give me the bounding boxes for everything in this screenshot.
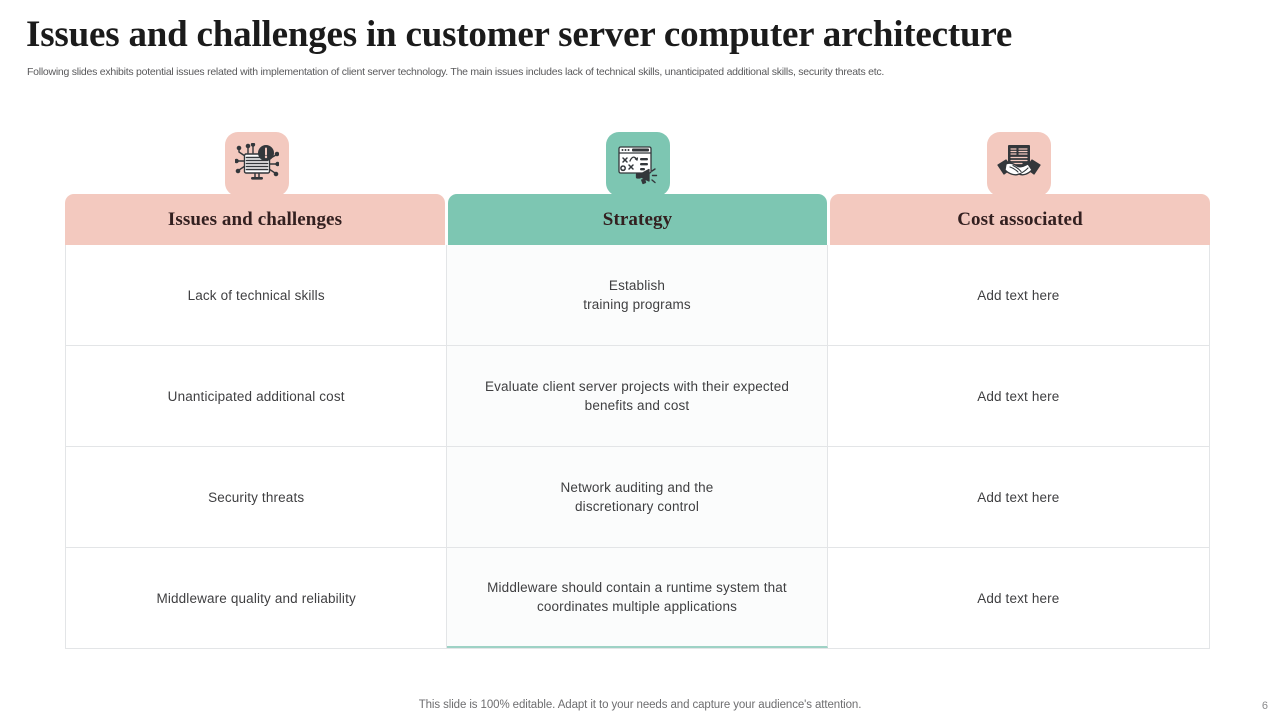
cell-strategy-line-2: benefits and cost bbox=[584, 398, 690, 413]
cell-cost[interactable]: Add text here bbox=[977, 590, 1060, 606]
cell-issue: Middleware quality and reliability bbox=[66, 548, 448, 648]
page-subtitle: Following slides exhibits potential issu… bbox=[27, 66, 885, 78]
cell-strategy-line-1: Network auditing and the bbox=[560, 480, 714, 495]
cell-issue: Lack of technical skills bbox=[66, 245, 448, 345]
table-header-strategy: Strategy bbox=[448, 194, 827, 245]
cell-cost[interactable]: Add text here bbox=[977, 287, 1060, 303]
cell-cost[interactable]: Add text here bbox=[977, 489, 1060, 505]
cell-strategy-line-2: discretionary control bbox=[575, 499, 699, 514]
comparison-table: Issues and challenges Strategy Cost asso… bbox=[65, 194, 1210, 649]
cell-cost[interactable]: Add text here bbox=[977, 388, 1060, 404]
cell-issue: Unanticipated additional cost bbox=[66, 346, 448, 446]
cell-strategy-line-1: Establish bbox=[608, 278, 666, 293]
cell-strategy-line-2: training programs bbox=[583, 297, 691, 312]
table-header-row: Issues and challenges Strategy Cost asso… bbox=[65, 194, 1210, 245]
page-title: Issues and challenges in customer server… bbox=[26, 14, 1013, 55]
server-warning-icon-badge bbox=[225, 132, 289, 196]
cell-strategy-line-1: Middleware should contain a runtime syst… bbox=[487, 580, 787, 595]
handshake-contract-icon-badge bbox=[987, 132, 1051, 196]
handshake-contract-icon bbox=[997, 143, 1041, 185]
cell-strategy: Network auditing and the discretionary c… bbox=[447, 447, 828, 547]
strategy-board-megaphone-icon-badge bbox=[606, 132, 670, 196]
table-header-cost-associated: Cost associated bbox=[830, 194, 1210, 245]
editable-note: This slide is 100% editable. Adapt it to… bbox=[418, 699, 862, 711]
cell-strategy: Middleware should contain a runtime syst… bbox=[447, 548, 828, 648]
page-number: 6 bbox=[1261, 700, 1268, 712]
cell-strategy-line-2: coordinates multiple applications bbox=[536, 599, 738, 614]
strategy-board-megaphone-icon bbox=[616, 143, 660, 185]
server-warning-icon bbox=[235, 143, 279, 185]
table-row: Middleware quality and reliability Middl… bbox=[66, 548, 1209, 649]
table-row: Security threats Network auditing and th… bbox=[66, 447, 1209, 548]
cell-strategy-line-1: Evaluate client server projects with the… bbox=[484, 379, 790, 394]
cell-issue: Security threats bbox=[66, 447, 448, 547]
cell-strategy: Establish training programs bbox=[447, 245, 828, 345]
table-body: Lack of technical skills Establish train… bbox=[65, 245, 1210, 649]
table-header-issues-and-challenges: Issues and challenges bbox=[65, 194, 445, 245]
table-row: Unanticipated additional cost Evaluate c… bbox=[66, 346, 1209, 447]
table-row: Lack of technical skills Establish train… bbox=[66, 245, 1209, 346]
cell-strategy: Evaluate client server projects with the… bbox=[447, 346, 828, 446]
